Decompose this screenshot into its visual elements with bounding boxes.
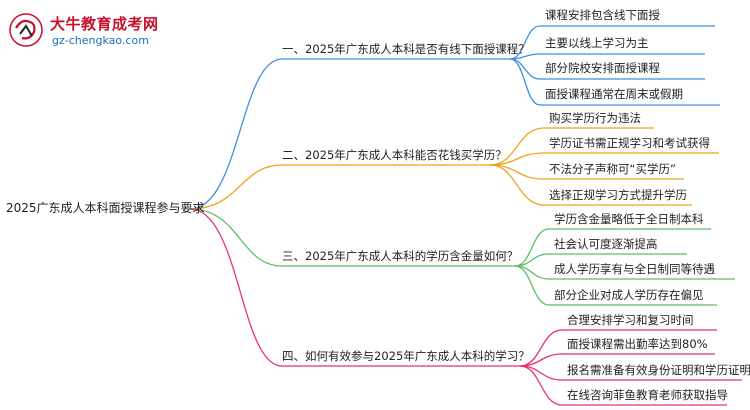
brand-logo: 大牛教育成考网 gz-chengkao.com [8,12,193,52]
root-node: 2025广东成人本科面授课程参与要求 [6,201,205,215]
branch-1-leaf-4: 面授课程通常在周末或假期 [545,87,683,101]
branch-1-leaf-3: 部分院校安排面授课程 [545,61,660,75]
branch-3-leaf-3: 成人学历享有与全日制同等待遇 [554,262,715,276]
branch-2-label: 二、2025年广东成人本科能否花钱买学历？ [282,148,507,162]
connector-leaf-3-4 [514,265,717,306]
connector-leaf-2-1 [489,127,654,166]
branch-4-leaf-1: 合理安排学习和复习时间 [567,313,694,327]
branch-2-leaf-3: 不法分子声称可“买学历” [549,162,676,176]
connector-leaf-4-1 [519,329,717,367]
connector-leaf-4-4 [519,365,727,406]
branch-3-label: 三、2025年广东成人本科的学历含金量如何？ [282,249,519,263]
branch-2-leaf-2: 学历证书需正规学习和考试获得 [549,136,710,150]
logo-url: gz-chengkao.com [52,34,149,47]
branch-1-label: 一、2025年广东成人本科是否有线下面授课程？ [282,42,530,56]
connector-leaf-3-1 [514,228,711,267]
branch-1-leaf-1: 课程安排包含线下面授 [545,8,660,22]
branch-4-leaf-2: 面授课程需出勤率达到80% [567,337,708,351]
connector-leaf-1-4 [509,58,720,106]
branch-2-leaf-4: 选择正规学习方式提升学历 [549,188,687,202]
logo-icon [9,13,43,47]
connector-branch-1 [189,58,510,210]
connector-branch-2 [189,164,490,210]
connector-leaf-3-2 [514,253,687,267]
branch-3-leaf-1: 学历含金量略低于全日制本科 [554,212,704,226]
branch-4-leaf-3: 报名需准备有效身份证明和学历证明 [567,363,750,377]
connector-leaf-4-2 [519,353,715,367]
connector-branch-4 [189,208,520,367]
connector-branch-3 [189,208,515,267]
connector-leaf-2-2 [489,152,719,166]
connector-leaf-2-3 [489,164,684,180]
branch-1-leaf-2: 主要以线上学习为主 [545,36,649,50]
branch-3-leaf-2: 社会认可度逐渐提高 [554,237,658,251]
branch-4-leaf-4: 在线咨询菲鱼教育老师获取指导 [567,388,728,402]
logo-title: 大牛教育成考网 [50,15,159,33]
branch-4-label: 四、如何有效参与2025年广东成人本科的学习？ [282,349,530,363]
connector-leaf-2-4 [489,164,692,206]
branch-3-leaf-4: 部分企业对成人学历存在偏见 [554,288,704,302]
connector-leaf-1-1 [509,25,715,60]
branch-2-leaf-1: 购买学历行为违法 [549,111,641,125]
connector-leaf-1-2 [509,53,705,60]
